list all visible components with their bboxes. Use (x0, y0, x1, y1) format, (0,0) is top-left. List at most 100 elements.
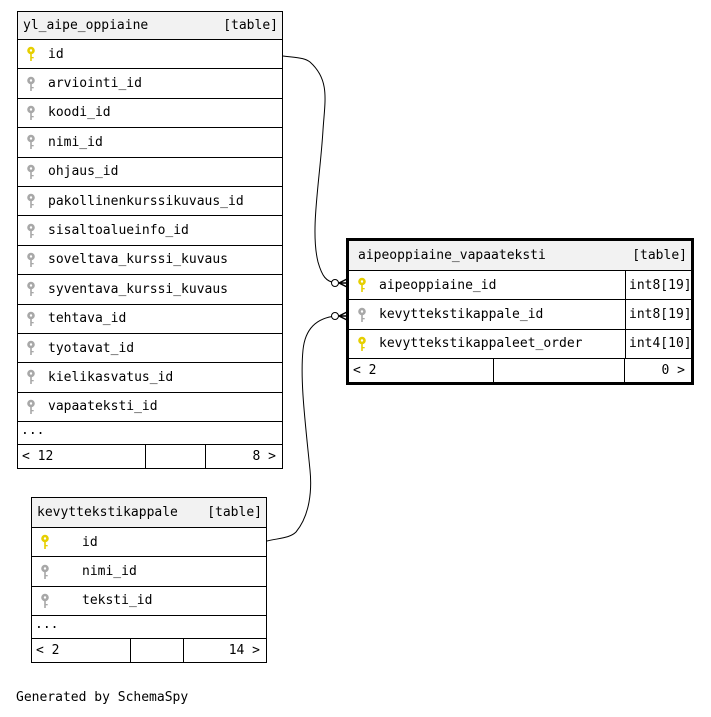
column-row[interactable]: pakollinenkurssikuvaus_id (18, 187, 282, 217)
foreign-key-icon (24, 399, 48, 415)
foreign-key-icon (24, 76, 48, 92)
table-aipeoppiaine-vapaateksti[interactable]: aipeoppiaine_vapaateksti [table] aipeopp… (346, 238, 694, 386)
column-name-cell: koodi_id (18, 99, 282, 127)
column-row[interactable]: tehtava_id (18, 305, 282, 334)
column-name-cell: kielikasvatus_id (18, 363, 282, 391)
column-name-cell: nimi_id (18, 128, 282, 156)
column-row[interactable]: koodi_id (18, 99, 282, 129)
foreign-key-icon (38, 593, 82, 609)
column-row[interactable]: tyotavat_id (18, 334, 282, 364)
primary-key-icon (24, 46, 48, 62)
column-type: int4[10] (625, 329, 691, 359)
column-name-cell: ohjaus_id (18, 158, 282, 186)
column-name-cell: vapaateksti_id (18, 393, 282, 421)
column-name: teksti_id (82, 593, 153, 609)
column-row[interactable]: syventava_kurssi_kuvaus (18, 275, 282, 305)
column-type: int8[19] (625, 300, 691, 329)
column-name: arviointi_id (48, 76, 142, 92)
column-name: sisaltoalueinfo_id (48, 223, 189, 239)
column-name: kevyttekstikappaleet_order (379, 336, 583, 352)
column-name: aipeoppiaine_id (379, 277, 497, 293)
column-name: nimi_id (48, 134, 103, 150)
column-name-cell: sisaltoalueinfo_id (18, 216, 282, 244)
parents-link[interactable]: < 12 (18, 445, 146, 469)
table-header[interactable]: yl_aipe_oppiaine [table] (18, 12, 282, 40)
table-kind: [table] (632, 248, 687, 263)
column-name: ohjaus_id (48, 164, 119, 180)
more-columns-ellipsis: ... (32, 616, 266, 640)
children-link[interactable]: 0 > (661, 363, 685, 379)
foreign-key-icon (355, 307, 379, 323)
foreign-key-icon (24, 164, 48, 180)
table-name: kevyttekstikappale (37, 505, 178, 520)
foreign-key-icon (24, 340, 48, 356)
parents-link[interactable]: < 2 (349, 359, 494, 383)
column-row[interactable]: arviointi_id (18, 69, 282, 99)
column-name: tehtava_id (48, 311, 127, 327)
relation-yl-aipe-oppiaine-to-aipeoppiaine-vapaateksti (282, 55, 337, 284)
column-row[interactable]: teksti_id (32, 587, 266, 617)
relation-kevyttekstikappale-to-aipeoppiaine-vapaateksti (266, 315, 337, 542)
column-row[interactable]: kevyttekstikappaleet_order int4[10] (349, 329, 691, 360)
column-name: kielikasvatus_id (48, 369, 174, 385)
primary-key-icon (355, 277, 379, 293)
column-name-cell: id (32, 528, 266, 556)
table-kind: [table] (207, 505, 262, 520)
table-footer: < 2 14 > (32, 639, 266, 663)
foreign-key-icon (24, 369, 48, 385)
primary-key-icon (355, 336, 379, 352)
table-kind: [table] (223, 18, 278, 33)
column-name: nimi_id (82, 564, 137, 580)
column-name: id (48, 46, 64, 62)
table-header[interactable]: kevyttekstikappale [table] (32, 498, 266, 528)
table-header[interactable]: aipeoppiaine_vapaateksti [table] (349, 241, 691, 271)
column-name-cell: tehtava_id (18, 305, 282, 333)
children-link[interactable]: 8 > (252, 449, 276, 465)
column-list: id nimi_id teksti_id (32, 528, 266, 617)
column-row[interactable]: nimi_id (32, 557, 266, 587)
foreign-key-icon (24, 281, 48, 297)
column-row[interactable]: id (32, 528, 266, 558)
foreign-key-icon (24, 134, 48, 150)
column-row[interactable]: sisaltoalueinfo_id (18, 216, 282, 246)
foreign-key-icon (24, 193, 48, 209)
table-name: yl_aipe_oppiaine (23, 18, 149, 33)
column-name: vapaateksti_id (48, 399, 158, 415)
parents-link[interactable]: < 2 (32, 639, 131, 663)
table-footer: < 12 8 > (18, 445, 282, 469)
column-row[interactable]: ohjaus_id (18, 158, 282, 187)
column-row[interactable]: id (18, 40, 282, 70)
table-name: aipeoppiaine_vapaateksti (358, 248, 546, 263)
column-name: id (82, 534, 98, 550)
foreign-key-icon (38, 564, 82, 580)
column-name: tyotavat_id (48, 340, 135, 356)
table-footer: < 2 0 > (349, 359, 691, 383)
relation-optional-marker (331, 312, 339, 320)
column-name: syventava_kurssi_kuvaus (48, 281, 229, 297)
column-name-cell: pakollinenkurssikuvaus_id (18, 187, 282, 215)
column-row[interactable]: kevyttekstikappale_id int8[19] (349, 300, 691, 330)
children-link[interactable]: 14 > (228, 643, 260, 659)
primary-key-icon (38, 534, 82, 550)
column-row[interactable]: vapaateksti_id (18, 393, 282, 423)
column-name-cell: arviointi_id (18, 69, 282, 97)
foreign-key-icon (24, 311, 48, 327)
foreign-key-icon (24, 223, 48, 239)
column-row[interactable]: kielikasvatus_id (18, 363, 282, 393)
column-name-cell: soveltava_kurssi_kuvaus (18, 246, 282, 274)
column-row[interactable]: nimi_id (18, 128, 282, 158)
column-name: soveltava_kurssi_kuvaus (48, 252, 229, 268)
foreign-key-icon (24, 105, 48, 121)
footer-spacer (494, 359, 625, 383)
column-name-cell: kevyttekstikappale_id (349, 300, 625, 328)
column-row[interactable]: soveltava_kurssi_kuvaus (18, 246, 282, 276)
column-name-cell: teksti_id (32, 587, 266, 615)
footer-spacer (146, 445, 206, 469)
column-name: kevyttekstikappale_id (379, 307, 544, 323)
column-name: koodi_id (48, 105, 111, 121)
